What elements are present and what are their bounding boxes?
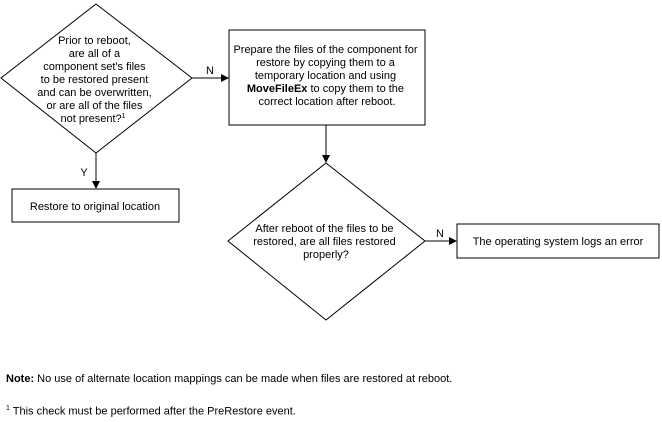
decision-1-text: Prior to reboot, are all of a component … (37, 35, 154, 125)
process-restore-text: Restore to original location (30, 201, 160, 213)
footnote-paragraph: 1 This check must be performed after the… (6, 405, 296, 418)
process-prepare-box (228, 29, 426, 126)
note-label: Note: (6, 373, 35, 385)
footnote-mark: 1 (6, 405, 10, 412)
edge-label-y1: Y (80, 167, 88, 179)
process-prepare-text: Prepare the files of the component for r… (233, 44, 420, 108)
decision-2-text: After reboot of the files to be restored… (253, 223, 399, 261)
flowchart: Prior to reboot, are all of a component … (0, 3, 660, 321)
process-restore-box (11, 188, 180, 223)
edge-label-n1: N (206, 65, 214, 77)
process-error-text: The operating system logs an error (473, 236, 644, 248)
footnote-text: This check must be performed after the P… (9, 405, 296, 418)
decision-2-diamond (227, 162, 426, 321)
edge-label-n2: N (436, 228, 444, 240)
process-error-box (456, 223, 660, 259)
note-paragraph: Note: No use of alternate location mappi… (6, 373, 452, 385)
note-text: No use of alternate location mappings ca… (34, 373, 453, 385)
